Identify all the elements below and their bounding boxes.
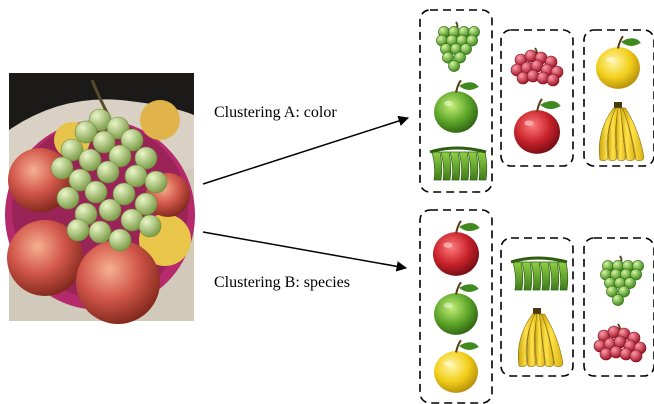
cluster-a2-box (500, 29, 574, 167)
yellow-apple (434, 339, 479, 393)
photo-apple (7, 220, 83, 296)
arrow-to-clustering-b (202, 231, 408, 272)
cluster-b3-box (583, 237, 654, 377)
green-grapes (436, 21, 480, 72)
yellow-apple (596, 35, 641, 89)
yellow-bananas (599, 102, 645, 161)
red-grapes (510, 47, 564, 87)
cluster-a1-box (419, 9, 493, 193)
fruit-icons (429, 21, 647, 393)
green-apple (434, 79, 479, 133)
red-grapes (593, 323, 647, 363)
fruit-bowl-photo (5, 73, 195, 324)
green-bananas (429, 146, 488, 181)
photo-apple (76, 240, 160, 324)
cluster-b1-box (419, 209, 493, 404)
cluster-a3-box (583, 29, 654, 167)
green-bananas (510, 256, 569, 291)
photo-lemon (140, 100, 180, 140)
yellow-bananas (518, 308, 564, 367)
cluster-b2-box (500, 237, 574, 377)
green-grapes (600, 255, 644, 306)
red-apple (514, 98, 561, 154)
clustering-b-label: Clustering B: species (214, 274, 350, 291)
red-apple (433, 220, 480, 276)
green-apple (434, 281, 479, 335)
clustering-a-label: Clustering A: color (214, 104, 337, 121)
arrow-to-clustering-a (202, 115, 409, 185)
photo-grape-bunch (50, 108, 168, 252)
